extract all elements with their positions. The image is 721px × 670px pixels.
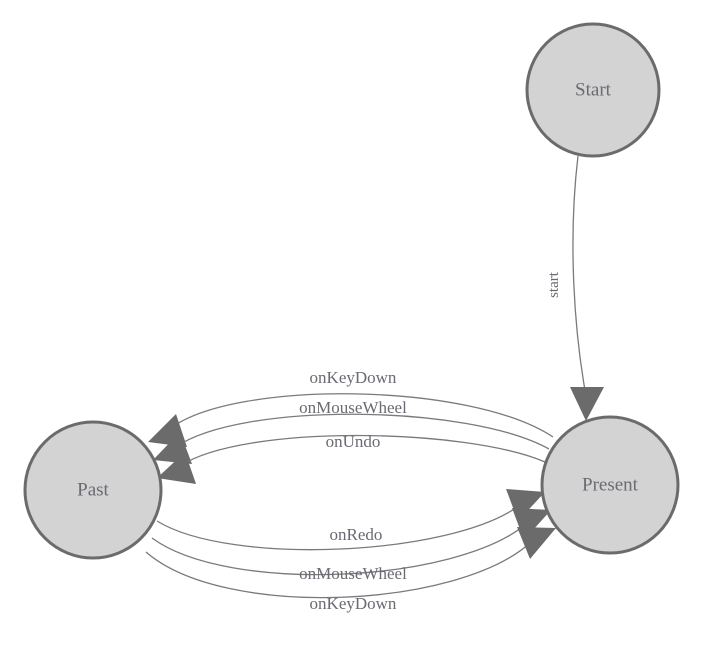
- edge-undo-label: onUndo: [326, 432, 381, 451]
- edge-keydown-down-label: onKeyDown: [310, 594, 397, 613]
- node-present-circle: [540, 415, 680, 555]
- node-start-circle: [525, 22, 661, 158]
- edge-wheel-down[interactable]: onMouseWheel: [151, 508, 551, 583]
- edge-redo-label: onRedo: [330, 525, 383, 544]
- node-present[interactable]: Present: [540, 415, 680, 555]
- edge-start-arrowhead: [570, 387, 604, 421]
- node-past-circle: [23, 420, 163, 560]
- edge-start-path: [572, 155, 587, 397]
- node-start[interactable]: Start: [525, 22, 661, 158]
- edge-start[interactable]: start: [546, 155, 604, 421]
- edge-redo[interactable]: onRedo: [156, 489, 545, 551]
- edge-start-label: start: [546, 271, 562, 298]
- edge-keydown-down-arrowhead: [517, 527, 556, 559]
- edge-wheel-up-path: [175, 413, 550, 450]
- edge-undo-path: [179, 434, 546, 467]
- edge-keydown-down[interactable]: onKeyDown: [145, 527, 556, 613]
- node-start-label: Start: [575, 79, 612, 100]
- edge-wheel-down-label: onMouseWheel: [299, 564, 407, 583]
- edge-undo[interactable]: onUndo: [157, 432, 546, 484]
- edge-keydown-down-path: [145, 541, 532, 599]
- edge-keydown-up-path: [170, 393, 554, 438]
- node-past-label: Past: [77, 479, 109, 500]
- edge-wheel-up[interactable]: onMouseWheel: [153, 398, 550, 464]
- edge-redo-path: [156, 504, 521, 551]
- edge-wheel-down-path: [151, 523, 527, 576]
- edge-undo-arrowhead: [157, 452, 196, 484]
- node-past[interactable]: Past: [23, 420, 163, 560]
- edge-keydown-up-label: onKeyDown: [310, 368, 397, 387]
- edge-wheel-up-label: onMouseWheel: [299, 398, 407, 417]
- node-present-label: Present: [582, 474, 639, 495]
